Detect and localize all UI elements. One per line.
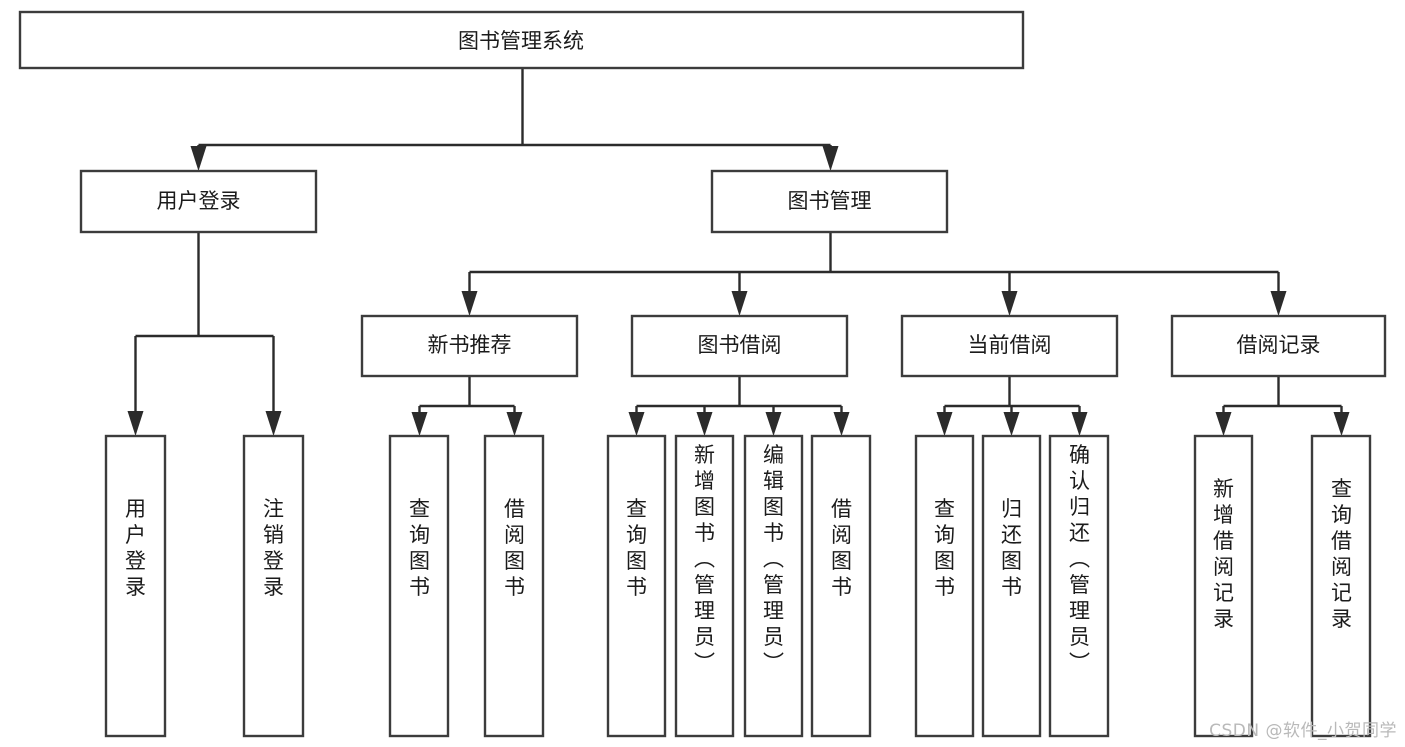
arrow-head-icon (1270, 291, 1287, 316)
node-leaf-return-book-label: 归还图书 (1001, 497, 1022, 599)
node-leaf-borrow-book[interactable]: 借阅图书 (810, 434, 872, 738)
node-leaf-query-book-newbook-label: 查询图书 (409, 497, 430, 599)
node-leaf-edit-book-admin[interactable]: 编辑图书︵管理员︶ (743, 434, 804, 738)
node-book-management-label: 图书管理 (788, 189, 872, 213)
node-user-login-label: 用户登录 (157, 189, 241, 213)
node-leaf-query-borrow-record-box[interactable] (1310, 434, 1372, 738)
node-leaf-add-borrow-record-label: 新增借阅记录 (1213, 477, 1234, 631)
node-new-book-recommend-box[interactable] (360, 314, 579, 378)
node-book-management-box[interactable] (710, 169, 949, 234)
arrow-head-icon (696, 412, 713, 436)
arrow-head-icon (731, 291, 748, 316)
arrow-head-icon (765, 412, 782, 436)
arrow-head-icon (1071, 412, 1088, 436)
arrow-head-icon (506, 412, 523, 436)
arrow-head-icon (1215, 412, 1232, 436)
node-leaf-user-login[interactable]: 用户登录 (104, 434, 167, 738)
node-leaf-edit-book-admin-label: 编辑图书︵管理员︶ (763, 443, 784, 675)
node-leaf-query-book-current[interactable]: 查询图书 (914, 434, 975, 738)
node-leaf-confirm-return-admin-label: 确认归还︵管理员︶ (1069, 443, 1090, 675)
node-current-borrow[interactable]: 当前借阅 (900, 314, 1119, 378)
node-leaf-query-book-borrow-label: 查询图书 (626, 497, 647, 599)
edge-group-borrow (628, 376, 850, 436)
node-leaf-return-book-box[interactable] (981, 434, 1042, 738)
node-leaf-borrow-book-box[interactable] (810, 434, 872, 738)
node-root[interactable]: 图书管理系统 (18, 10, 1025, 70)
arrow-head-icon (190, 146, 207, 171)
node-leaf-user-login-box[interactable] (104, 434, 167, 738)
node-leaf-query-book-borrow[interactable]: 查询图书 (606, 434, 667, 738)
arrow-head-icon (833, 412, 850, 436)
node-leaf-borrow-book-newbook[interactable]: 借阅图书 (483, 434, 545, 738)
node-current-borrow-label: 当前借阅 (968, 333, 1052, 357)
arrow-head-icon (1003, 412, 1020, 436)
edge-group-borrow-record (1215, 376, 1350, 436)
node-user-login-box[interactable] (79, 169, 318, 234)
edge-group-new-book (411, 376, 523, 436)
node-book-borrow-label: 图书借阅 (698, 333, 782, 357)
node-leaf-edit-book-admin-box[interactable] (743, 434, 804, 738)
node-leaf-query-borrow-record[interactable]: 查询借阅记录 (1310, 434, 1372, 738)
node-leaf-add-book-admin-box[interactable] (674, 434, 735, 738)
node-leaf-return-book[interactable]: 归还图书 (981, 434, 1042, 738)
arrow-head-icon (1001, 291, 1018, 316)
node-leaf-query-book-newbook-box[interactable] (388, 434, 450, 738)
node-leaf-logout-box[interactable] (242, 434, 305, 738)
node-book-management[interactable]: 图书管理 (710, 169, 949, 234)
node-leaf-add-borrow-record[interactable]: 新增借阅记录 (1193, 434, 1254, 738)
node-book-borrow[interactable]: 图书借阅 (630, 314, 849, 378)
node-leaf-confirm-return-admin[interactable]: 确认归还︵管理员︶ (1048, 434, 1110, 738)
node-leaf-add-borrow-record-box[interactable] (1193, 434, 1254, 738)
node-leaf-borrow-book-newbook-box[interactable] (483, 434, 545, 738)
node-leaf-add-book-admin[interactable]: 新增图书︵管理员︶ (674, 434, 735, 738)
arrow-head-icon (461, 291, 478, 316)
node-leaf-query-book-current-label: 查询图书 (934, 497, 955, 599)
node-borrow-record[interactable]: 借阅记录 (1170, 314, 1387, 378)
node-new-book-recommend[interactable]: 新书推荐 (360, 314, 579, 378)
arrow-head-icon (411, 412, 428, 436)
node-leaf-add-book-admin-label: 新增图书︵管理员︶ (694, 443, 715, 675)
node-root-box[interactable] (18, 10, 1025, 70)
node-leaf-query-book-borrow-box[interactable] (606, 434, 667, 738)
node-leaf-confirm-return-admin-box[interactable] (1048, 434, 1110, 738)
edge-group-root (190, 68, 839, 171)
node-current-borrow-box[interactable] (900, 314, 1119, 378)
csdn-watermark: CSDN @软件_小贺同学 (1209, 721, 1397, 741)
arrow-head-icon (628, 412, 645, 436)
edge-group-book-mgmt (461, 232, 1287, 316)
node-user-login[interactable]: 用户登录 (79, 169, 318, 234)
node-leaf-query-book-newbook[interactable]: 查询图书 (388, 434, 450, 738)
edge-group-user-login (127, 232, 282, 436)
node-leaf-borrow-book-newbook-label: 借阅图书 (504, 497, 525, 599)
node-new-book-recommend-label: 新书推荐 (428, 333, 512, 357)
node-leaf-user-login-label: 用户登录 (125, 497, 146, 599)
arrow-head-icon (1333, 412, 1350, 436)
edge-group-current-borrow (936, 376, 1088, 436)
node-borrow-record-box[interactable] (1170, 314, 1387, 378)
arrow-head-icon (265, 411, 282, 436)
node-leaf-query-book-current-box[interactable] (914, 434, 975, 738)
arrow-head-icon (127, 411, 144, 436)
node-leaf-logout[interactable]: 注销登录 (242, 434, 305, 738)
node-leaf-borrow-book-label: 借阅图书 (831, 497, 852, 599)
arrow-head-icon (822, 146, 839, 171)
node-book-borrow-box[interactable] (630, 314, 849, 378)
node-root-label: 图书管理系统 (458, 29, 584, 53)
node-leaf-logout-label: 注销登录 (263, 497, 284, 599)
arrow-head-icon (936, 412, 953, 436)
node-borrow-record-label: 借阅记录 (1237, 333, 1321, 357)
node-leaf-query-borrow-record-label: 查询借阅记录 (1331, 477, 1352, 631)
